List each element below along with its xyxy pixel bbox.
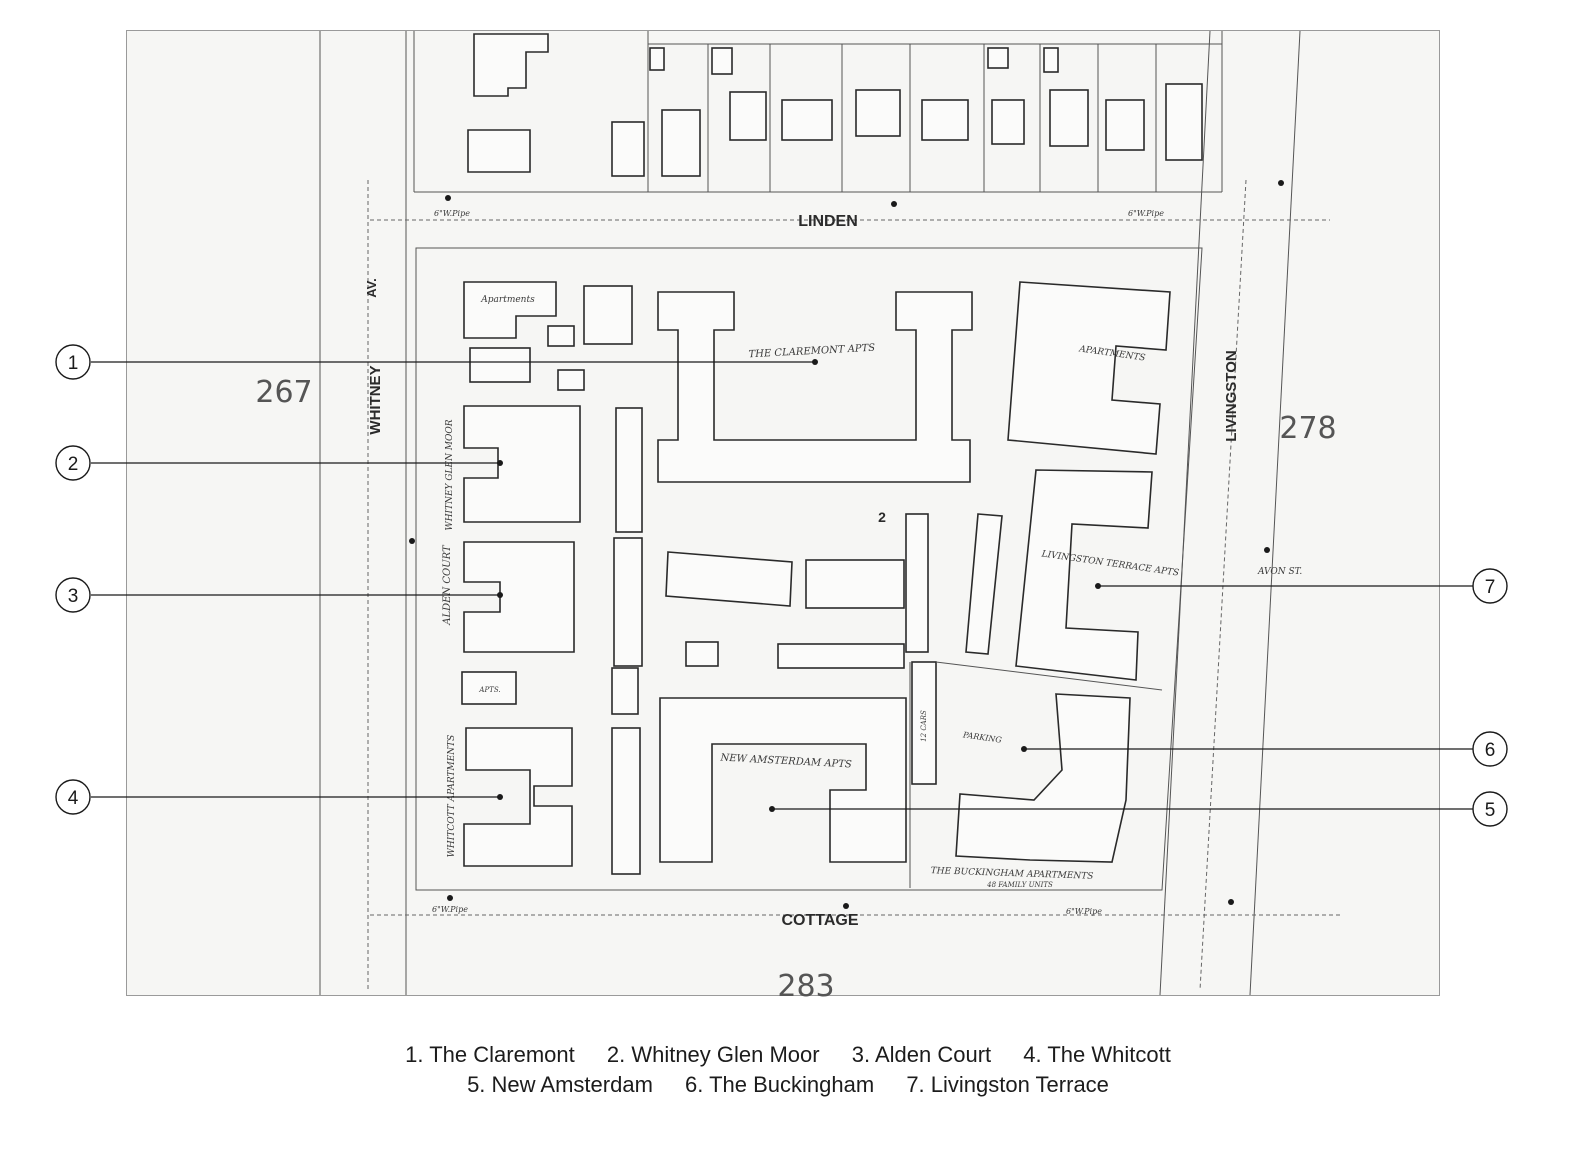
north-lot-lines xyxy=(647,31,1223,192)
callout-2: 2 xyxy=(55,445,503,481)
label-apartments-nw: Apartments xyxy=(480,295,535,305)
buckingham-building xyxy=(955,693,1131,863)
label-alden: ALDEN COURT xyxy=(442,544,453,626)
callout-4-number: 4 xyxy=(68,788,79,809)
street-whitney-av: AV. xyxy=(364,278,379,298)
callout-4: 4 xyxy=(55,779,503,815)
legend: 1. The Claremont 2. Whitney Glen Moor 3.… xyxy=(0,1040,1576,1100)
callout-6-number: 6 xyxy=(1485,740,1496,761)
legend-row-1: 1. The Claremont 2. Whitney Glen Moor 3.… xyxy=(0,1040,1576,1070)
claremont-building xyxy=(657,291,973,483)
label-parking: PARKING xyxy=(961,730,1002,745)
callout-1-number: 1 xyxy=(68,353,79,374)
callout-7: 7 xyxy=(1095,568,1508,604)
label-apts-small: APTS. xyxy=(478,686,500,694)
north-houses xyxy=(467,33,1203,177)
alden-court-building xyxy=(463,541,575,653)
livingston-terrace-building xyxy=(1015,469,1153,681)
label-whitcott: WHITCOTT APARTMENTS xyxy=(447,735,457,858)
pipe-linden-east: 6"W.Pipe xyxy=(1128,209,1164,218)
street-whitney: WHITNEY xyxy=(367,365,384,434)
callout-7-number: 7 xyxy=(1485,577,1496,598)
whitcott-building xyxy=(463,727,573,867)
callout-5: 5 xyxy=(769,791,1508,827)
label-buckingham-units: 48 FAMILY UNITS xyxy=(986,881,1053,889)
pipe-cottage-west: 6"W.Pipe xyxy=(432,905,468,914)
new-amsterdam-building xyxy=(659,697,907,863)
legend-row-2: 5. New Amsterdam 6. The Buckingham 7. Li… xyxy=(0,1070,1576,1100)
callout-5-number: 5 xyxy=(1485,800,1496,821)
pipe-linden-west: 6"W.Pipe xyxy=(434,209,470,218)
center-block-number: 2 xyxy=(878,509,886,525)
street-linden: LINDEN xyxy=(798,213,858,230)
apartments-ne-building xyxy=(1007,281,1171,455)
block-278: 278 xyxy=(1279,411,1336,446)
legend-item-1: 1. The Claremont xyxy=(405,1042,575,1067)
label-claremont: THE CLAREMONT APTS xyxy=(748,343,875,361)
callout-3-number: 3 xyxy=(68,586,79,607)
legend-item-2: 2. Whitney Glen Moor xyxy=(606,1042,820,1067)
callout-1: 1 xyxy=(55,344,818,380)
block-283: 283 xyxy=(777,969,834,1004)
pipe-cottage-east: 6"W.Pipe xyxy=(1066,907,1102,916)
sanborn-map xyxy=(126,30,1440,996)
label-cars: 12 CARS xyxy=(920,710,928,742)
street-avon: AVON ST. xyxy=(1257,567,1302,577)
legend-item-6: 6. The Buckingham xyxy=(685,1072,875,1097)
callout-2-number: 2 xyxy=(68,454,79,475)
legend-item-4: 4. The Whitcott xyxy=(1023,1042,1171,1067)
label-new-amsterdam: NEW AMSTERDAM APTS xyxy=(719,753,852,771)
callout-6: 6 xyxy=(1021,731,1508,767)
legend-item-3: 3. Alden Court xyxy=(851,1042,992,1067)
legend-item-5: 5. New Amsterdam xyxy=(467,1072,653,1097)
street-livingston: LIVINGSTON xyxy=(1223,350,1240,441)
callout-3: 3 xyxy=(55,577,503,613)
street-cottage: COTTAGE xyxy=(781,912,858,929)
main-block-outline xyxy=(415,247,1203,891)
legend-item-7: 7. Livingston Terrace xyxy=(906,1072,1109,1097)
whitney-glen-building xyxy=(463,405,581,523)
label-whitney-glen: WHITNEY GLEN MOOR xyxy=(445,419,455,530)
block-267: 267 xyxy=(255,375,312,410)
label-buckingham: THE BUCKINGHAM APARTMENTS xyxy=(931,866,1094,882)
